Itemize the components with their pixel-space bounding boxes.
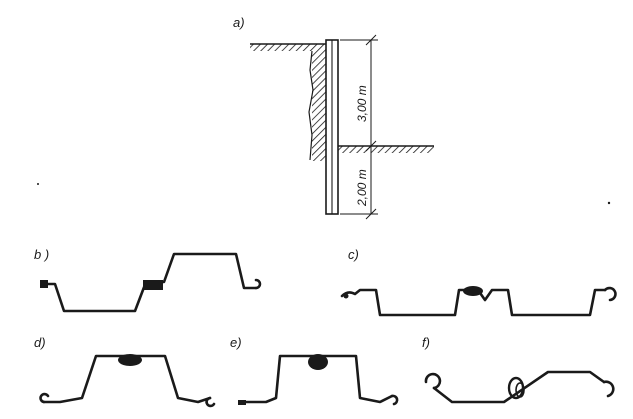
label-f: f) <box>422 335 430 350</box>
dimension-lower: 2,00 m <box>355 169 369 207</box>
profile-e: e) <box>230 335 399 406</box>
profile-b: b ) <box>34 247 262 313</box>
label-c: c) <box>348 247 359 262</box>
ground-lower <box>338 145 434 153</box>
dimension-line <box>340 34 378 220</box>
dimension-upper: 3,00 m <box>355 85 369 122</box>
sheet-pile-wall <box>325 39 339 215</box>
retained-soil <box>308 50 326 161</box>
label-b: b ) <box>34 247 49 262</box>
profile-c: c) <box>340 247 617 317</box>
profile-d: d) <box>34 335 216 408</box>
label-d: d) <box>34 335 46 350</box>
profile-f: f) <box>422 335 615 404</box>
label-a: a) <box>233 15 245 30</box>
ground-upper <box>250 43 326 51</box>
diagram-a-wall-section: a) 3,00 m <box>233 15 434 220</box>
label-e: e) <box>230 335 242 350</box>
